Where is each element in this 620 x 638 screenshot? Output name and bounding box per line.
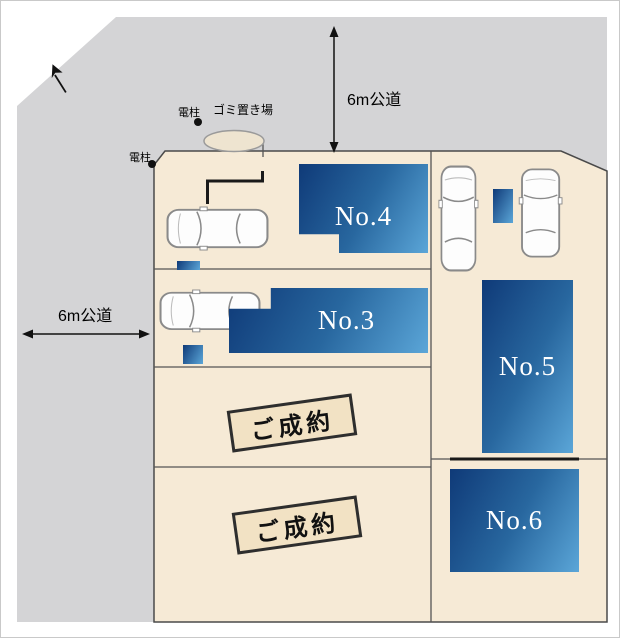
sold-stamp-label: ご成約 <box>254 509 341 548</box>
road-area <box>17 17 607 622</box>
garbage-area-shape <box>203 129 265 153</box>
utility-pole-dot <box>148 160 156 168</box>
road-left-label: 6m公道 <box>58 308 113 325</box>
garbage-area-label: ゴミ置き場 <box>213 103 274 117</box>
lot-no6: No.6 <box>450 469 579 572</box>
sold-stamp-label: ご成約 <box>249 407 336 446</box>
north-arrow-icon <box>51 64 67 93</box>
building-outline-lines <box>206 171 579 461</box>
lot-no5: No.5 <box>482 280 573 453</box>
utility-pole-label: 電柱 <box>178 107 200 119</box>
lot-accent-mark <box>177 261 200 270</box>
lot-no4-label: No.4 <box>334 201 393 231</box>
utility-pole-label: 電柱 <box>129 152 151 164</box>
dimension-arrow-horizontal <box>22 329 150 339</box>
lot-no3-label: No.3 <box>317 305 376 335</box>
lot-accent-mark <box>493 189 513 223</box>
lot-no5-label: No.5 <box>498 351 557 381</box>
car-icon <box>518 168 563 258</box>
car-icon <box>166 205 269 252</box>
lot-accent-mark <box>183 345 203 364</box>
dimension-arrow-vertical <box>329 26 339 153</box>
utility-pole-dot <box>194 118 202 126</box>
lot-no6-label: No.6 <box>485 505 544 535</box>
car-icon <box>437 165 480 272</box>
road-top-label: 6m公道 <box>347 92 402 109</box>
